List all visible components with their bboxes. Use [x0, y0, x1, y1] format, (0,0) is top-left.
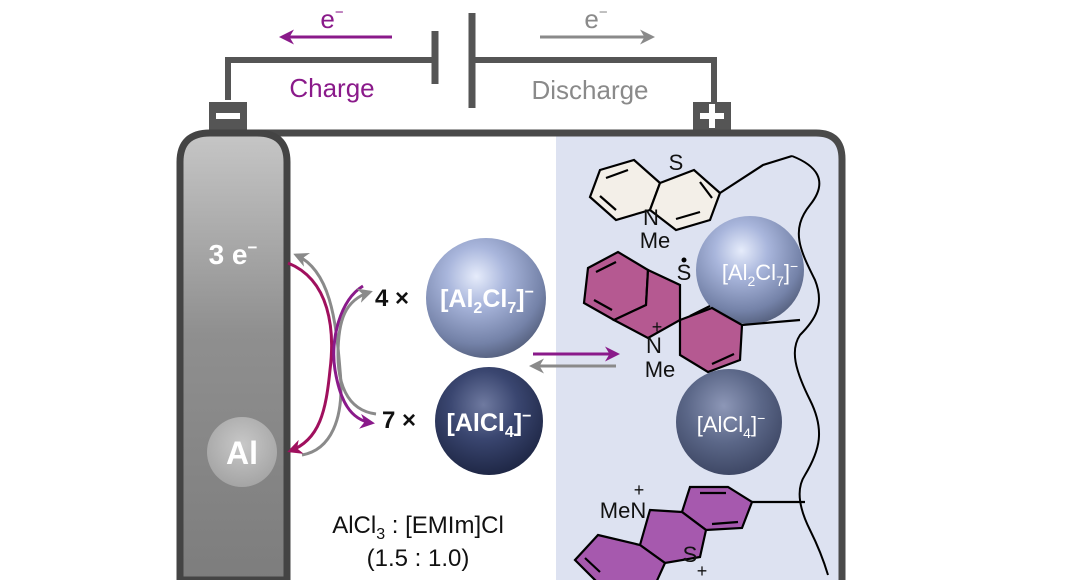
external-circuit: e− e− Charge Discharge	[209, 4, 731, 130]
neutral-phenothiazine	[588, 154, 793, 232]
radical-nitrogen-label: N	[646, 333, 662, 358]
negative-terminal-sign	[216, 113, 240, 119]
electrolyte-composition: AlCl3 : [EMIm]Cl	[332, 512, 504, 543]
charge-electron-label: e−	[320, 4, 343, 34]
neutral-methyl-label: Me	[640, 228, 671, 253]
charge-arrow-to-alcl4	[332, 284, 375, 429]
al2cl7-label: [Al2Cl7]−	[440, 284, 534, 317]
radical-cation-phenothiazine	[582, 250, 801, 374]
dication-methylnitrogen-label: MeN	[600, 498, 646, 523]
cathode-al2cl7-sphere	[696, 216, 804, 324]
electrolyte: 4 × [Al2Cl7]− 7 × [AlCl4]− AlCl3 : [EMIm…	[332, 238, 546, 572]
charge-label: Charge	[289, 73, 374, 103]
cell-frame	[245, 129, 846, 580]
alcl4-sphere	[435, 367, 543, 475]
dication-sulfur-plus: +	[697, 561, 708, 580]
discharge-electron-label: e−	[584, 4, 607, 34]
radical-sulfur-label: S	[677, 260, 692, 285]
radical-methyl-label: Me	[645, 357, 676, 382]
cathode-al2cl7-label: [Al2Cl7]−	[722, 258, 798, 289]
electrolyte-ratio: (1.5 : 1.0)	[367, 545, 470, 572]
radical-dot	[681, 257, 687, 263]
alcl4-coefficient: 7 ×	[382, 407, 416, 434]
neutral-sulfur-label: S	[669, 150, 684, 175]
cathode-alcl4-label: [AlCl4]−	[697, 410, 766, 441]
aluminum-label: Al	[226, 435, 258, 471]
anode-reaction-arrows	[287, 252, 377, 457]
discharge-label: Discharge	[531, 75, 648, 105]
charge-arrow-to-anode	[287, 261, 334, 454]
cathode-alcl4-sphere	[676, 369, 782, 475]
dication-sulfur-label: S	[683, 542, 698, 567]
wire-left	[225, 57, 432, 100]
al2cl7-coefficient: 4 ×	[375, 285, 409, 312]
polymer-backbone	[791, 155, 829, 576]
plus-icon	[700, 104, 724, 128]
anode-electrode	[176, 129, 291, 580]
alcl4-label: [AlCl4]−	[447, 408, 532, 441]
aluminum-atom	[207, 417, 277, 487]
discharge-arrow-to-al2cl7	[336, 288, 377, 416]
neutral-nitrogen-label: N	[643, 205, 659, 230]
equilibrium-arrows	[529, 346, 620, 374]
anode-electron-count: 3 e−	[209, 238, 258, 270]
al2cl7-sphere	[426, 238, 546, 358]
dication-phenothiazine	[573, 485, 805, 580]
wire-right	[474, 57, 717, 108]
radical-plus-label: +	[652, 317, 663, 337]
dication-nitrogen-plus: +	[634, 480, 645, 500]
